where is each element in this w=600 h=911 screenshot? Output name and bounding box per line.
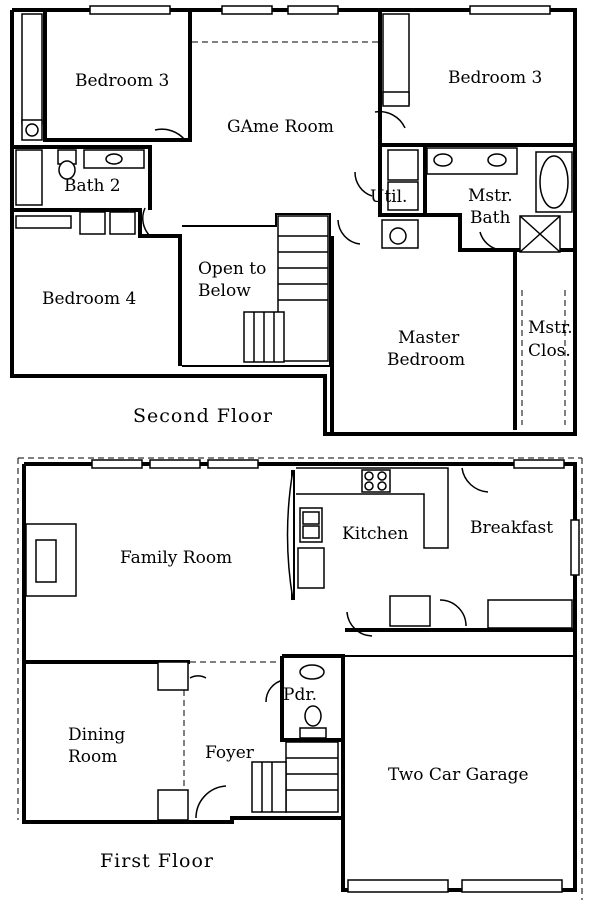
room-label-garage: Two Car Garage: [388, 765, 529, 785]
window: [91, 459, 143, 469]
dryer: [387, 181, 419, 211]
linen-closet: [79, 211, 106, 235]
room-label-dining-2: Room: [68, 747, 117, 767]
counter: [487, 599, 573, 629]
sink-icon: [487, 153, 507, 167]
door-swing: [265, 679, 285, 703]
room-label-master-bedroom-2: Bedroom: [387, 350, 465, 370]
window: [513, 459, 565, 469]
window: [207, 459, 259, 469]
tub-icon: [539, 155, 569, 209]
door-swing: [461, 467, 489, 493]
second-floor-plan: Bedroom 3 Bedroom 3 GAme Room Bath 2 Uti…: [10, 5, 577, 436]
master-bath-wall: [425, 213, 575, 252]
room-label-bedroom3-right: Bedroom 3: [448, 68, 542, 88]
open-to-below-rail: [182, 213, 331, 367]
room-label-open-below-1: Open to: [198, 259, 266, 279]
room-label-dining-1: Dining: [68, 725, 125, 745]
room-label-bedroom3-left: Bedroom 3: [75, 71, 169, 91]
garage-door: [347, 879, 449, 893]
door-swing: [337, 219, 361, 245]
closet-shelf: [382, 13, 410, 105]
room-label-util: Util.: [370, 187, 407, 207]
kitchen-counter: [297, 547, 325, 589]
bedroom4-wall: [12, 208, 182, 366]
window: [287, 5, 339, 15]
water-heater-icon: [25, 123, 39, 137]
room-label-mstr-bath-2: Bath: [470, 208, 510, 228]
garage-door: [461, 879, 563, 893]
room-label-bedroom4: Bedroom 4: [42, 289, 136, 309]
bathtub: [15, 149, 43, 206]
toilet-icon: [304, 705, 322, 727]
kitchen-bar: [286, 469, 294, 601]
toilet-icon: [389, 227, 407, 245]
washer: [387, 149, 419, 181]
room-label-open-below-2: Below: [198, 281, 251, 301]
window: [89, 5, 171, 15]
room-label-kitchen: Kitchen: [342, 524, 408, 544]
room-label-family-room: Family Room: [120, 548, 232, 568]
closet: [15, 215, 72, 229]
door-swing: [346, 611, 373, 637]
linen-closet: [109, 211, 136, 235]
room-label-master-bedroom-1: Master: [398, 328, 460, 348]
bedroom3-left-wall: [43, 10, 192, 142]
sink-icon: [433, 153, 453, 167]
burner-icon: [377, 471, 387, 481]
window: [149, 459, 201, 469]
door-swing: [374, 110, 406, 129]
burner-icon: [364, 471, 374, 481]
column: [157, 789, 189, 821]
bath2-wall: [12, 145, 152, 210]
room-label-mstr-clos-2: Clos.: [528, 341, 571, 361]
upper-stairs: [243, 215, 329, 363]
burner-icon: [377, 481, 387, 491]
room-label-breakfast: Breakfast: [470, 518, 553, 538]
room-label-foyer: Foyer: [205, 743, 255, 763]
column: [157, 661, 189, 691]
window: [221, 5, 273, 15]
door-swing: [354, 171, 373, 197]
sink-bowl-icon: [302, 511, 320, 525]
burner-icon: [364, 481, 374, 491]
lower-stairs: [251, 741, 339, 813]
first-floor-plan: Family Room Kitchen Breakfast Dining Roo…: [17, 457, 583, 900]
sink-bowl-icon: [302, 525, 320, 539]
closet-shelf: [382, 91, 410, 107]
door-swing: [141, 207, 151, 237]
room-label-mstr-clos-1: Mstr.: [528, 318, 573, 338]
pantry: [389, 595, 431, 627]
sink-icon: [105, 153, 123, 165]
door-swing: [479, 231, 501, 251]
door-swing: [154, 128, 186, 141]
door-swing: [439, 599, 467, 627]
second-floor-label: Second Floor: [133, 405, 273, 427]
toilet-tank: [299, 727, 327, 739]
room-label-mstr-bath-1: Mstr.: [468, 186, 513, 206]
utility-wall: [378, 145, 427, 217]
room-label-bath2: Bath 2: [64, 176, 121, 196]
toilet-icon: [58, 160, 76, 180]
closet-shelf: [21, 13, 43, 125]
kitchen-counter-top: [296, 467, 449, 549]
door-swing: [189, 675, 207, 679]
first-floor-label: First Floor: [100, 850, 214, 872]
room-label-game-room: GAme Room: [227, 117, 334, 137]
window: [469, 5, 551, 15]
front-door-swing: [195, 785, 227, 819]
fireplace-hearth-icon: [35, 539, 57, 583]
second-floor-outer-wall: [10, 8, 577, 436]
room-label-pdr: Pdr.: [283, 685, 317, 705]
sink-icon: [299, 664, 325, 680]
window: [570, 519, 580, 576]
